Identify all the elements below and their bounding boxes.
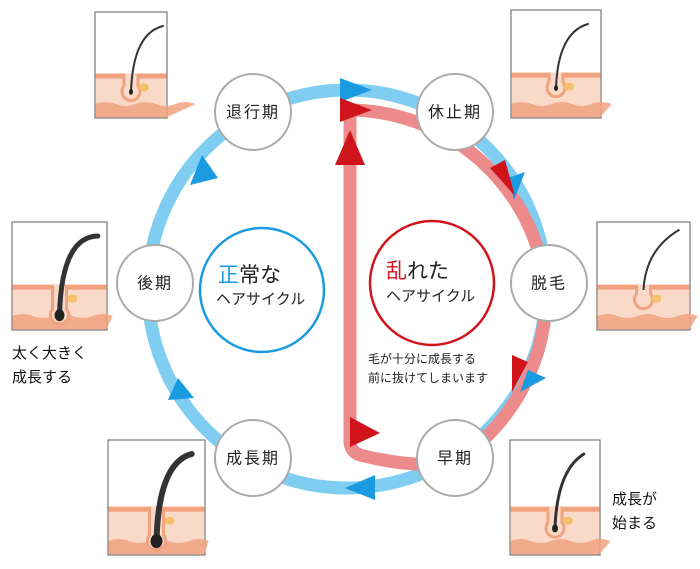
svg-text:早期: 早期: [437, 449, 473, 468]
stage-regression: 退行期: [214, 73, 292, 151]
stage-late: 後期: [116, 244, 194, 322]
arrow-icon: [340, 78, 372, 102]
arrow-icon: [508, 172, 525, 200]
disordered-note-line1: 毛が十分に成長する: [368, 351, 476, 366]
hair-illustration-resting: [510, 9, 612, 119]
late-note-line2: 成長する: [12, 368, 72, 386]
svg-text:成長期: 成長期: [226, 449, 280, 468]
stage-shedding: 脱毛: [510, 244, 588, 322]
svg-text:脱毛: 脱毛: [531, 274, 567, 293]
hair-illustration-regression: [94, 11, 196, 119]
arrow-icon: [335, 130, 365, 165]
arrow-icon: [345, 475, 375, 500]
svg-text:ヘアサイクル: ヘアサイクル: [216, 290, 305, 308]
stage-growth: 成長期: [214, 419, 292, 497]
arrow-icon: [190, 155, 218, 185]
late-note-line1: 太く大きく: [12, 344, 87, 362]
arrow-icon: [350, 417, 380, 447]
early-note-line1: 成長が: [612, 490, 657, 508]
svg-text:正常な: 正常な: [218, 263, 281, 287]
svg-text:乱れた: 乱れた: [386, 259, 449, 283]
disordered-note-line2: 前に抜けてしまいます: [368, 370, 488, 385]
svg-text:休止期: 休止期: [428, 103, 482, 122]
arrow-icon: [340, 98, 372, 122]
svg-text:後期: 後期: [137, 274, 173, 293]
hair-illustration-early: [509, 439, 611, 556]
svg-text:ヘアサイクル: ヘアサイクル: [386, 287, 475, 305]
arrow-icon: [490, 160, 515, 196]
stage-resting: 休止期: [416, 73, 494, 151]
hair-illustration-late: [11, 221, 113, 331]
early-note-line2: 始まる: [612, 514, 657, 532]
arrow-icon: [168, 378, 194, 400]
normal-cycle-label: 正常な ヘアサイクル: [198, 226, 326, 354]
blue-arrows: [168, 78, 546, 500]
arrow-icon: [520, 370, 546, 392]
red-arrows: [335, 98, 528, 447]
hair-illustration-growth: [107, 439, 209, 556]
stage-early: 早期: [416, 419, 494, 497]
disordered-cycle-label: 乱れた ヘアサイクル: [368, 219, 496, 347]
svg-text:退行期: 退行期: [226, 103, 280, 122]
hair-illustration-shedding: [596, 221, 698, 331]
arrow-icon: [512, 355, 528, 392]
